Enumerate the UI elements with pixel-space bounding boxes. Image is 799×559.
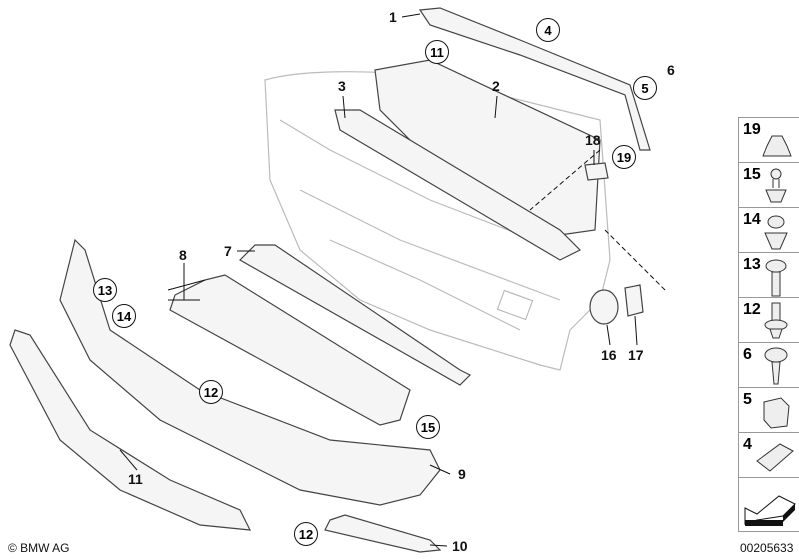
- diagram-code: 00205633: [740, 541, 794, 555]
- callout-1: 1: [389, 9, 397, 25]
- grille-carrier-2: [374, 59, 601, 236]
- callout-6: 6: [667, 62, 675, 78]
- sidebar-part-5: 5: [738, 387, 799, 432]
- part-number: 13: [743, 256, 761, 273]
- callout-11: 11: [425, 40, 449, 64]
- callout-12: 12: [199, 380, 223, 404]
- callout-10: 10: [452, 538, 468, 554]
- bracket-17: [624, 284, 644, 317]
- trim-strip-1: [418, 7, 651, 151]
- part-number: 4: [743, 436, 752, 453]
- callout-19: 19: [612, 145, 636, 169]
- tapping-screw-icon: [764, 347, 788, 385]
- sidebar-part-15: 15: [738, 162, 799, 207]
- clip-nut-icon: [763, 397, 790, 429]
- callout-16: 16: [601, 347, 617, 363]
- part-number: 5: [743, 391, 752, 408]
- part-number: 6: [743, 346, 752, 363]
- sidebar-part-4: 4: [738, 432, 799, 477]
- sidebar-part-14: 14: [738, 207, 799, 252]
- collar-screw-icon: [765, 259, 787, 297]
- grille-frame-8: [169, 274, 411, 426]
- flange-nut-icon: [762, 135, 792, 157]
- sidebar-part-13: 13: [738, 252, 799, 297]
- callout-2: 2: [492, 78, 500, 94]
- bar-3: [334, 109, 582, 261]
- emblem-16: [589, 289, 619, 325]
- push-rivet-icon: [765, 168, 787, 203]
- sidebar-part-6: 6: [738, 342, 799, 387]
- grille-7: [239, 244, 472, 386]
- callout-4: 4: [536, 18, 560, 42]
- orientation-arrow-box: [738, 477, 799, 532]
- callout-17: 17: [628, 347, 644, 363]
- callout-18: 18: [585, 132, 601, 148]
- stud-clip-icon: [764, 302, 788, 339]
- copyright-text: © BMW AG: [8, 541, 70, 555]
- part-number: 15: [743, 166, 761, 183]
- sidebar-part-19: 19: [738, 117, 799, 162]
- callout-8: 8: [179, 247, 187, 263]
- part-number: 14: [743, 211, 761, 228]
- callout-11-lower: 11: [128, 471, 143, 487]
- callout-5: 5: [633, 76, 657, 100]
- part-number: 19: [743, 121, 761, 138]
- part-drawings: [9, 7, 651, 553]
- callout-14: 14: [112, 304, 136, 328]
- spoiler-9: [59, 238, 441, 506]
- callout-7: 7: [224, 243, 232, 259]
- callout-12-lower: 12: [294, 522, 318, 546]
- arrow-icon: [744, 495, 796, 526]
- spring-clip-icon: [756, 443, 794, 472]
- leader-lines: [119, 13, 666, 547]
- strip-11: [9, 329, 252, 531]
- expanding-rivet-icon: [764, 215, 788, 250]
- part-number: 12: [743, 301, 761, 318]
- sidebar-part-12: 12: [738, 297, 799, 342]
- callout-9: 9: [458, 466, 466, 482]
- callout-13: 13: [93, 278, 117, 302]
- callout-3: 3: [338, 78, 346, 94]
- strip-10: [324, 514, 442, 553]
- bracket-18: [584, 162, 609, 181]
- callout-15: 15: [416, 415, 440, 439]
